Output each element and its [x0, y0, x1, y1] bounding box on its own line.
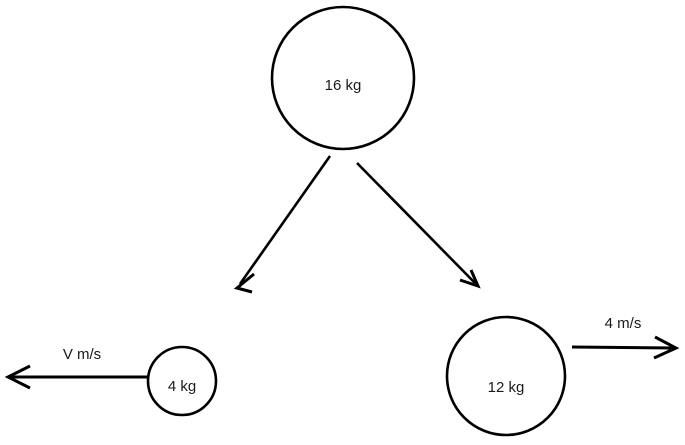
explosion-arrow-right-head [459, 269, 481, 289]
velocity-left-head [4, 364, 31, 390]
explosion-arrow-left-head [233, 272, 255, 294]
fragment-left-label: 4 kg [168, 378, 196, 395]
fragment-right-label: 12 kg [488, 379, 525, 396]
initial-mass-circle [270, 5, 416, 151]
explosion-arrow-left-shaft [238, 155, 332, 285]
velocity-left-label: V m/s [63, 346, 101, 363]
velocity-right-shaft [571, 345, 674, 350]
fragment-right-circle [445, 315, 567, 437]
initial-mass-label: 16 kg [325, 77, 362, 94]
velocity-right-head [653, 335, 680, 360]
explosion-arrow-right-shaft [356, 162, 476, 284]
fragment-left-circle [146, 345, 218, 417]
velocity-right-label: 4 m/s [605, 315, 642, 332]
